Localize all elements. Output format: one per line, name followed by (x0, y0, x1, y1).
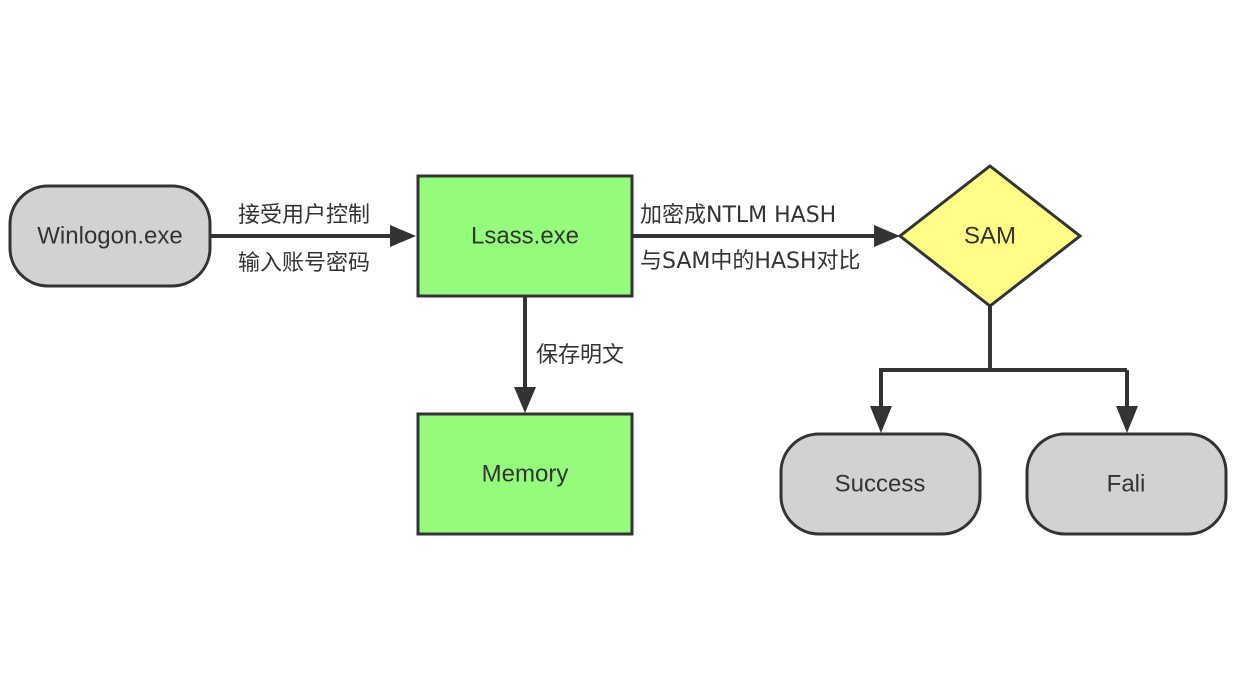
edge-label-input-credentials: 输入账号密码 (238, 251, 370, 276)
node-memory: Memory (416, 412, 634, 536)
process-shape (416, 174, 634, 298)
arrowhead-icon (874, 225, 900, 247)
terminal-shape (8, 184, 212, 288)
node-label: Fali (1107, 471, 1146, 498)
node-label: Memory (482, 461, 569, 488)
node-label: Lsass.exe (471, 223, 579, 250)
node-success: Success (779, 432, 982, 536)
node-label: SAM (964, 223, 1016, 250)
edge-label-compare-hash: 与SAM中的HASH对比 (640, 249, 861, 274)
terminal-shape (779, 432, 982, 536)
edge-winlogon-to-lsass (210, 225, 416, 247)
edge-label-user-control: 接受用户控制 (238, 203, 370, 228)
node-label: Success (835, 471, 926, 498)
node-lsass: Lsass.exe (416, 174, 634, 298)
node-winlogon: Winlogon.exe (8, 184, 212, 288)
arrowhead-icon (870, 406, 892, 433)
edge-lsass-to-memory (514, 296, 536, 413)
arrowhead-icon (1116, 406, 1138, 433)
arrowhead-icon (514, 387, 536, 413)
edge-lsass-to-sam (633, 225, 900, 247)
edge-label-save-plaintext: 保存明文 (536, 343, 624, 368)
terminal-shape (1025, 432, 1228, 536)
arrowhead-icon (390, 225, 416, 247)
node-fail: Fali (1025, 432, 1228, 536)
decision-shape (897, 164, 1083, 308)
node-label: Winlogon.exe (37, 223, 182, 250)
edge-label-encrypt-ntlm: 加密成NTLM HASH (640, 203, 836, 228)
node-sam: SAM (897, 164, 1083, 308)
edge-sam-to-results (870, 306, 1138, 433)
process-shape (416, 412, 634, 536)
